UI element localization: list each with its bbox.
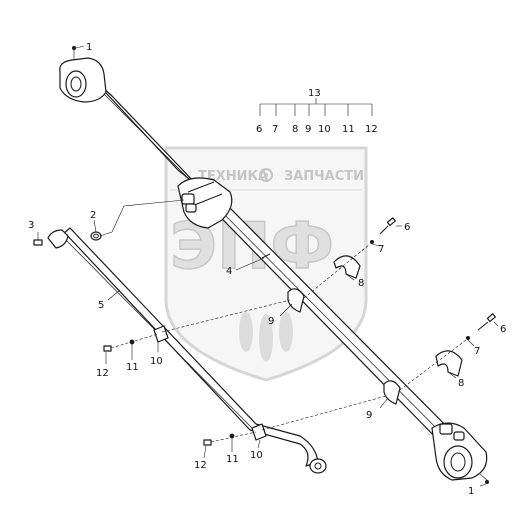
callout-9-lower: 9: [366, 410, 372, 421]
group13-item-6: 6: [256, 124, 262, 135]
leader-lines: [37, 45, 499, 487]
callout-9-upper: 9: [268, 316, 274, 327]
callout-4: 4: [226, 266, 232, 277]
group-13-bracket: [259, 98, 373, 116]
group13-item-7: 7: [272, 124, 278, 135]
callout-3: 3: [28, 220, 34, 231]
watermark-gear-icon: [259, 168, 273, 182]
clamp-assembly-upper: [161, 217, 396, 333]
clamp-assembly-lower: [261, 313, 496, 431]
watermark-brand-top: ТЕХНИКА: [198, 169, 268, 184]
pipe-clamp-fasteners-upper: [103, 333, 159, 352]
cylinder-body: [59, 57, 488, 481]
callout-6-upper: 6: [404, 222, 410, 233]
group13-item-12: 12: [365, 124, 378, 135]
callout-10-lower: 10: [250, 450, 263, 461]
callout-10-upper: 10: [150, 356, 163, 367]
callout-1-top: 1: [86, 42, 92, 53]
callout-6-lower: 6: [500, 324, 506, 335]
callout-12-lower: 12: [194, 460, 207, 471]
callout-8-lower: 8: [458, 378, 464, 389]
grease-fitting-top: [72, 46, 76, 50]
callout-2: 2: [90, 210, 96, 221]
callout-1-bottom: 1: [468, 486, 474, 497]
watermark-brand-bottom: ЗАПЧАСТИ: [284, 169, 364, 184]
callout-12-upper: 12: [96, 368, 109, 379]
watermark-wheat-icon: [239, 312, 293, 362]
group13-item-10: 10: [318, 124, 331, 135]
callout-5: 5: [98, 300, 104, 311]
callout-11-upper: 11: [126, 362, 139, 373]
group13-item-11: 11: [342, 124, 355, 135]
group13-item-8: 8: [292, 124, 298, 135]
callout-8-upper: 8: [358, 278, 364, 289]
group13-item-9: 9: [305, 124, 311, 135]
callout-7-upper: 7: [378, 244, 384, 255]
callout-11-lower: 11: [226, 454, 239, 465]
pipe-clamp-fasteners-lower: [203, 431, 257, 446]
banjo-bolt: [33, 239, 43, 246]
callout-13: 13: [308, 88, 321, 99]
seal-ring: [90, 231, 102, 241]
callout-7-lower: 7: [474, 346, 480, 357]
grease-fitting-bottom: [485, 480, 489, 484]
hydraulic-pipe: [47, 227, 327, 474]
